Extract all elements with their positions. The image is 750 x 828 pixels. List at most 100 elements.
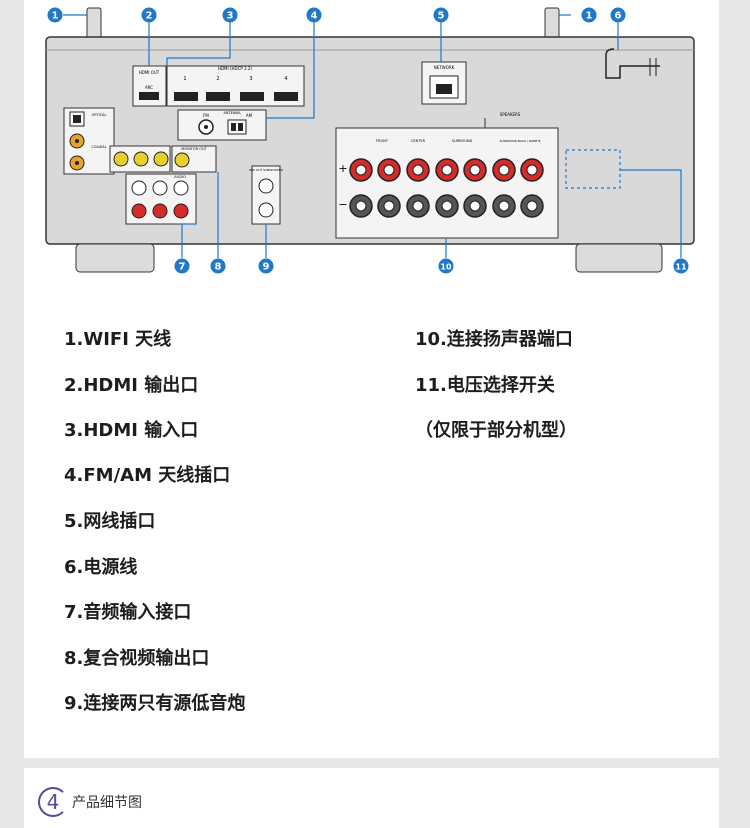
legend-item-7: 7.音频输入接口 <box>64 602 192 623</box>
hdmi-in-port-2 <box>206 92 230 101</box>
callout-number-3: 3 <box>227 11 234 22</box>
section-number-badge: 4 <box>38 787 68 817</box>
callout-badge-2 <box>141 7 157 23</box>
speaker-post-hole-red-4 <box>441 164 453 176</box>
hdmi-in-port-3 <box>240 92 264 101</box>
callout-badge-12 <box>673 258 689 274</box>
audio-jack-l-3 <box>173 180 189 196</box>
voltage-selector-area <box>565 149 621 189</box>
speaker-terminal-box <box>335 127 559 239</box>
speaker-post-hole-black-2 <box>383 200 395 212</box>
speaker-post-hole-black-4 <box>441 200 453 212</box>
section-title: 产品细节图 <box>72 795 142 811</box>
hdmi-in-num-2: 2 <box>216 76 219 82</box>
legend-item-4: 4.FM/AM 天线插口 <box>64 465 231 486</box>
hdmi-in-port-4 <box>274 92 298 101</box>
surround-text: SURROUND <box>452 139 473 143</box>
legend-item-6: 6.电源线 <box>64 557 138 578</box>
callout-number-11: 10 <box>440 263 452 272</box>
surround-back-text: SURROUND BACK / ZONE B <box>500 139 541 143</box>
speakers-text: SPEAKERS <box>500 112 521 117</box>
front-text: FRONT <box>376 139 389 143</box>
callout-badge-1 <box>47 7 63 23</box>
speaker-post-hole-black-6 <box>498 200 510 212</box>
speaker-post-hole-black-3 <box>412 200 424 212</box>
audio-jack-r-3 <box>173 203 189 219</box>
fm-jack-pin <box>204 125 208 129</box>
callout-number-8: 7 <box>179 262 186 273</box>
callout-badge-5 <box>433 7 449 23</box>
legend-item-2: 2.HDMI 输出口 <box>64 375 199 396</box>
foot-right <box>575 243 663 273</box>
plus-sign: + <box>338 162 347 175</box>
legend-item-8: 8.复合视频输出口 <box>64 648 210 669</box>
hdmi-in-text: HDMI (HDCP 2.2) <box>218 66 252 71</box>
callout-badge-8 <box>174 258 190 274</box>
hdmi-in-num-3: 3 <box>249 76 252 82</box>
optical-port-hole <box>73 115 81 123</box>
callout-number-2: 2 <box>146 11 153 22</box>
network-text: NETWORK <box>434 65 455 70</box>
legend-item-5: 5.网线插口 <box>64 511 156 532</box>
speaker-post-hole-black-1 <box>355 200 367 212</box>
speaker-post-hole-red-3 <box>412 164 424 176</box>
legend-item-11-note: （仅限于部分机型） <box>415 420 577 441</box>
am-terminal-b <box>238 123 243 131</box>
speaker-post-hole-red-7 <box>526 164 538 176</box>
leader-line-8 <box>181 223 196 258</box>
callout-number-4: 4 <box>311 11 318 22</box>
power-cable <box>605 55 660 79</box>
callout-badge-6 <box>581 7 597 23</box>
hdmi-in-num-1: 1 <box>183 76 186 82</box>
coaxial-jack-1-pin <box>75 139 79 143</box>
receiver-rear-panel-diagram: HDMI OUT ARC HDMI (HDCP 2.2) 1 2 3 4 ANT… <box>45 7 695 274</box>
power-cable-top <box>605 48 615 56</box>
foot-left <box>75 243 155 273</box>
monitor-out-jack <box>174 152 190 168</box>
audio-jack-r-1 <box>131 203 147 219</box>
speaker-posts <box>349 158 544 218</box>
legend-item-3: 3.HDMI 输入口 <box>64 420 199 441</box>
network-port-hole <box>436 84 452 94</box>
speaker-post-hole-black-7 <box>526 200 538 212</box>
pre-out-jack-1 <box>258 178 274 194</box>
minus-sign: − <box>338 198 347 211</box>
monitor-out-text: MONITOR OUT <box>181 147 207 151</box>
legend-item-10: 10.连接扬声器端口 <box>415 329 573 350</box>
audio-jack-r-2 <box>152 203 168 219</box>
callout-number-6: 1 <box>586 11 593 22</box>
am-terminal <box>227 119 247 135</box>
hdmi-in-port-1 <box>174 92 198 101</box>
speaker-post-hole-black-5 <box>469 200 481 212</box>
speaker-post-hole-red-2 <box>383 164 395 176</box>
callout-badge-3 <box>222 7 238 23</box>
callout-badge-7 <box>610 7 626 23</box>
coaxial-jack-2-pin <box>75 161 79 165</box>
callout-badge-9 <box>210 258 226 274</box>
callout-number-5: 5 <box>438 11 445 22</box>
arc-text: ARC <box>145 85 153 90</box>
hdmi-in-num-4: 4 <box>284 76 287 82</box>
speaker-post-hole-red-6 <box>498 164 510 176</box>
video-jack-1 <box>113 151 129 167</box>
speaker-post-hole-red-1 <box>355 164 367 176</box>
callout-badge-10 <box>258 258 274 274</box>
center-text: CENTER <box>411 139 426 143</box>
pre-out-text: PRE OUT SUBWOOFER <box>249 168 283 172</box>
am-terminal-a <box>231 123 236 131</box>
optical-text: OPTICAL <box>92 113 107 117</box>
legend-item-9: 9.连接两只有源低音炮 <box>64 693 246 714</box>
video-jack-3 <box>153 151 169 167</box>
antenna-box <box>177 109 267 141</box>
callout-badge-11 <box>438 258 454 274</box>
callout-number-9: 8 <box>215 262 222 273</box>
callout-number-7: 6 <box>615 11 622 22</box>
section-card <box>24 768 719 828</box>
leader-line-12 <box>620 169 682 258</box>
wifi-antenna-right <box>544 7 560 39</box>
callout-number-10: 9 <box>263 262 270 273</box>
legend-item-11: 11.电压选择开关 <box>415 375 555 396</box>
audio-text: AUDIO <box>174 175 186 179</box>
speaker-post-hole-red-5 <box>469 164 481 176</box>
